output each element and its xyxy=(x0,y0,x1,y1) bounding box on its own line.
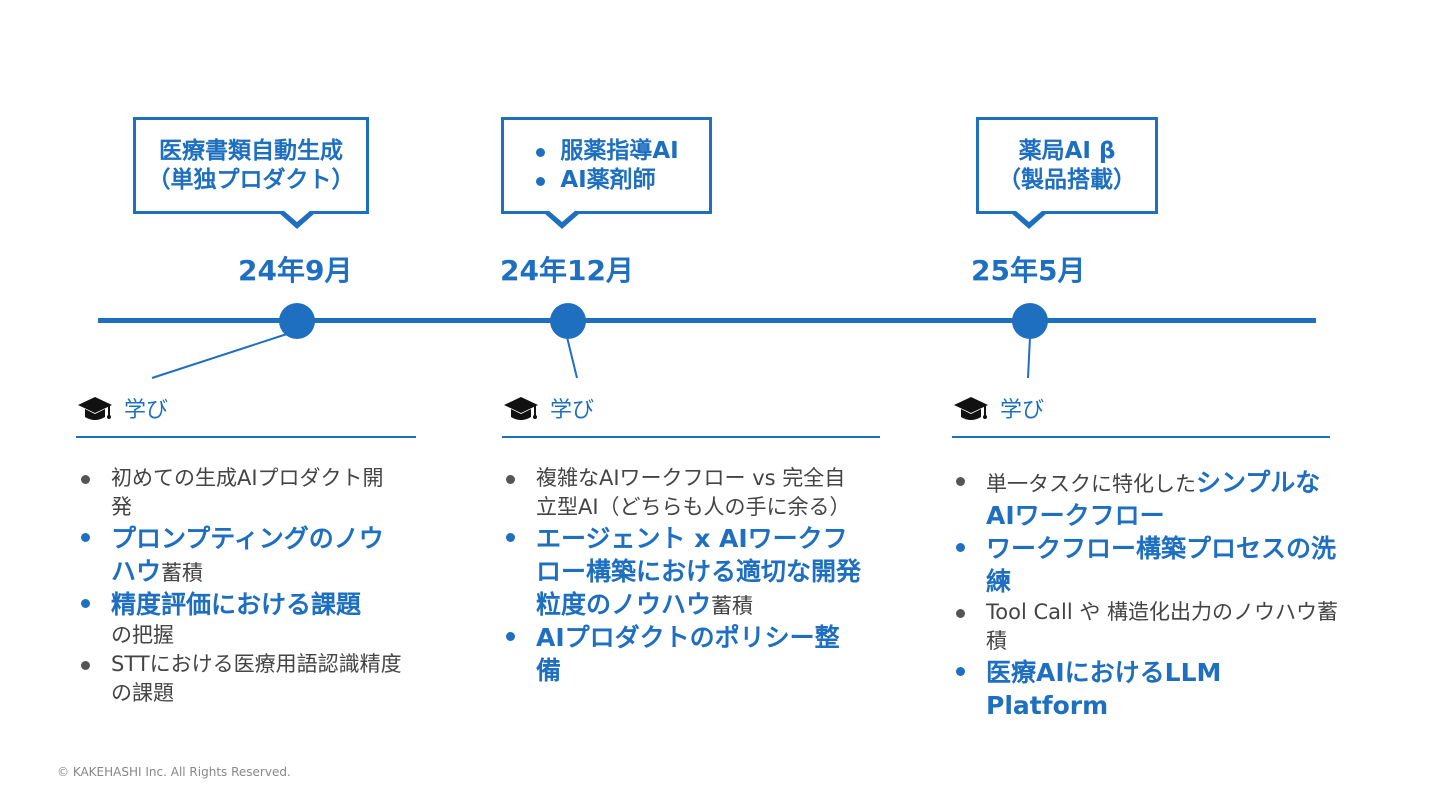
callout-3-line-1: 薬局AI β xyxy=(1018,137,1116,164)
learnings-list-2: 複雑なAIワークフロー vs 完全自立型AI（どちらも人の手に余る） エージェン… xyxy=(502,464,864,687)
item-text: STTにおける医療用語認識精度の課題 xyxy=(111,652,402,705)
list-item: ワークフロー構築プロセスの洗練 xyxy=(952,532,1340,598)
date-label: 24年12月 xyxy=(500,254,634,287)
date-label: 24年9月 xyxy=(238,254,353,287)
timeline-dot xyxy=(1012,303,1048,339)
timeline-dot xyxy=(279,303,315,339)
learnings-list-3: 単一タスクに特化したシンプルなAIワークフロー ワークフロー構築プロセスの洗練 … xyxy=(952,466,1340,722)
list-item: STTにおける医療用語認識精度の課題 xyxy=(77,650,402,708)
callout-1-line-2: （単独プロダクト） xyxy=(147,166,355,193)
callout-3-tail-fill xyxy=(1015,210,1043,222)
item-text: 蓄積 xyxy=(161,561,204,585)
timeline-line xyxy=(98,318,1316,323)
callout-1-line-1: 医療書類自動生成 xyxy=(159,137,343,164)
graduation-cap-icon xyxy=(954,397,988,420)
section-divider xyxy=(76,436,416,438)
item-text: の把握 xyxy=(111,623,174,647)
item-text: 複雑なAIワークフロー vs 完全自立型AI（どちらも人の手に余る） xyxy=(536,466,851,519)
callout-2-tail-fill xyxy=(548,210,576,222)
callout-2-item: 服薬指導AI xyxy=(536,137,679,164)
copyright-footer: © KAKEHASHI Inc. All Rights Reserved. xyxy=(57,765,291,779)
item-highlight: エージェント x AIワークフロー構築における適切な開発粒度のノウハウ xyxy=(536,524,862,619)
learn-header: 学び xyxy=(502,392,594,424)
connector-line xyxy=(151,333,288,379)
section-divider xyxy=(952,436,1330,438)
learn-label: 学び xyxy=(1000,398,1045,423)
item-highlight: プロンプティングのノウハウ xyxy=(111,524,384,586)
section-divider xyxy=(502,436,880,438)
list-item: プロンプティングのノウハウ蓄積 xyxy=(77,522,402,588)
list-item: 単一タスクに特化したシンプルなAIワークフロー xyxy=(952,466,1340,532)
graduation-cap-icon xyxy=(504,397,538,420)
item-highlight: 精度評価における課題 xyxy=(111,590,362,619)
list-item: 複雑なAIワークフロー vs 完全自立型AI（どちらも人の手に余る） xyxy=(502,464,864,522)
list-item: AIプロダクトのポリシー整備 xyxy=(502,621,864,687)
item-text: 初めての生成AIプロダクト開発 xyxy=(111,466,384,519)
item-text: 蓄積 xyxy=(711,594,754,618)
item-text: 単一タスクに特化した xyxy=(986,472,1196,496)
item-highlight: 医療AIにおけるLLM Platform xyxy=(986,658,1222,720)
learn-header: 学び xyxy=(952,392,1044,424)
learn-label: 学び xyxy=(550,398,595,423)
list-item: Tool Call や 構造化出力のノウハウ蓄積 xyxy=(952,598,1340,656)
item-highlight: シンプルなAIワークフロー xyxy=(986,468,1321,530)
callout-3-line-2: （製品搭載） xyxy=(998,166,1136,193)
item-text: Tool Call や 構造化出力のノウハウ蓄積 xyxy=(986,600,1339,653)
callout-product-2: 服薬指導AI AI薬剤師 xyxy=(501,117,712,214)
callout-2-list: 服薬指導AI AI薬剤師 xyxy=(534,137,679,195)
timeline-dot xyxy=(550,303,586,339)
callout-product-1: 医療書類自動生成 （単独プロダクト） xyxy=(133,117,369,214)
date-label: 25年5月 xyxy=(971,254,1086,287)
item-highlight: ワークフロー構築プロセスの洗練 xyxy=(986,534,1337,596)
callout-2-item: AI薬剤師 xyxy=(536,166,678,195)
graduation-cap-icon xyxy=(78,397,112,420)
learnings-list-1: 初めての生成AIプロダクト開発 プロンプティングのノウハウ蓄積 精度評価における… xyxy=(77,464,402,708)
list-item: 精度評価における課題の把握 xyxy=(77,588,402,650)
connector-line xyxy=(1027,336,1031,379)
callout-product-3: 薬局AI β （製品搭載） xyxy=(976,117,1158,214)
learn-label: 学び xyxy=(124,398,169,423)
connector-line xyxy=(566,336,578,379)
learn-header: 学び xyxy=(76,392,168,424)
list-item: エージェント x AIワークフロー構築における適切な開発粒度のノウハウ蓄積 xyxy=(502,522,864,621)
item-highlight: AIプロダクトのポリシー整備 xyxy=(536,623,840,685)
list-item: 初めての生成AIプロダクト開発 xyxy=(77,464,402,522)
callout-1-tail-fill xyxy=(283,210,311,222)
list-item: 医療AIにおけるLLM Platform xyxy=(952,656,1340,722)
